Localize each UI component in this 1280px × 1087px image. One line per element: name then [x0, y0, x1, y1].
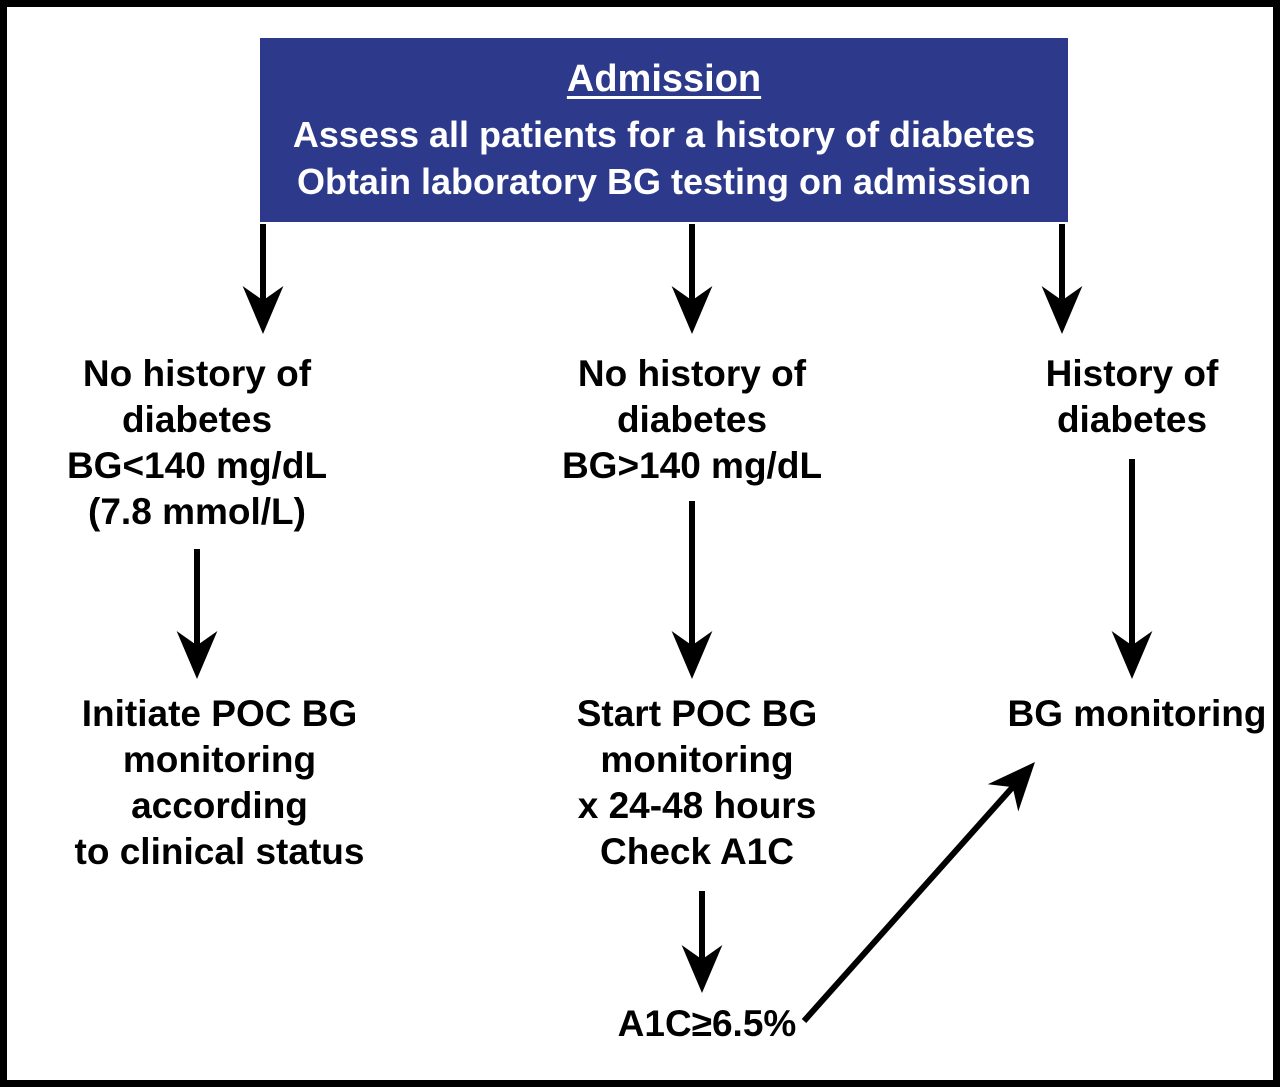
condition-no-history-bg-high: No history of diabetes BG>140 mg/dL [561, 353, 823, 486]
followup-a1c-threshold: A1C≥6.5% [617, 1003, 797, 1044]
action-initiate-poc-bg-monitoring: Initiate POC BG monitoring according to … [74, 693, 365, 872]
admission-title: Admission [566, 58, 762, 100]
action-start-poc-bg-monitoring: Start POC BG monitoring x 24-48 hours Ch… [576, 693, 818, 872]
admission-instructions: Assess all patients for a history of dia… [292, 114, 1036, 202]
condition-history-of-diabetes: History of diabetes [1045, 353, 1219, 440]
condition-no-history-bg-low: No history of diabetes BG<140 mg/dL (7.8… [66, 353, 328, 532]
admission-box: Admission Assess all patients for a hist… [260, 38, 1068, 222]
action-bg-monitoring: BG monitoring [1007, 693, 1267, 734]
